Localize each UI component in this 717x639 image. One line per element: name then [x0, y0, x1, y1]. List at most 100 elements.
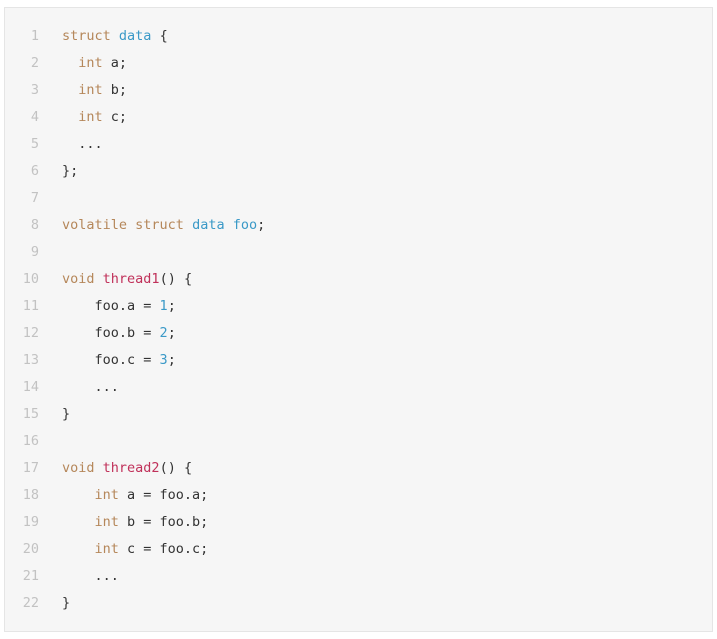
code-text [62, 82, 78, 98]
code-text: a = foo.a; [118, 487, 209, 503]
code-text: c; [102, 109, 128, 125]
code-line: 15} [5, 401, 712, 428]
line-code: int a; [62, 50, 127, 77]
code-number: 3 [159, 352, 168, 368]
code-line: 7 [5, 185, 712, 212]
code-text [62, 487, 95, 503]
code-text [62, 109, 78, 125]
code-keyword: void [62, 271, 95, 287]
code-line: 19 int b = foo.b; [5, 509, 712, 536]
code-text: } [62, 595, 71, 611]
code-type-name: data [192, 217, 225, 233]
code-text: () { [159, 271, 193, 287]
code-line: 5 ... [5, 131, 712, 158]
code-keyword: int [78, 82, 103, 98]
code-line: 22} [5, 590, 712, 617]
line-code: foo.c = 3; [62, 347, 176, 374]
line-number: 15 [22, 406, 39, 422]
code-function-name: thread1 [102, 271, 160, 287]
code-text: ; [167, 352, 176, 368]
line-code: struct data { [62, 23, 168, 50]
code-text [127, 217, 135, 233]
line-code: int c = foo.c; [62, 536, 209, 563]
line-number: 6 [30, 163, 39, 179]
line-code: foo.b = 2; [62, 320, 176, 347]
code-text: a; [102, 55, 128, 71]
line-code: int b; [62, 77, 127, 104]
line-number: 18 [22, 487, 39, 503]
code-line: 13 foo.c = 3; [5, 347, 712, 374]
code-text: foo.b = [62, 325, 160, 341]
code-text [95, 460, 103, 476]
line-number: 21 [22, 568, 39, 584]
code-line: 16 [5, 428, 712, 455]
code-line: 14 ... [5, 374, 712, 401]
code-line: 6}; [5, 158, 712, 185]
line-code: int c; [62, 104, 127, 131]
code-text: ; [167, 325, 176, 341]
code-text [62, 55, 78, 71]
code-keyword: int [78, 55, 103, 71]
code-text: c = foo.c; [118, 541, 209, 557]
line-number: 20 [22, 541, 39, 557]
line-number: 4 [30, 109, 39, 125]
code-text: ; [257, 217, 266, 233]
code-type-name: foo [232, 217, 258, 233]
line-code: volatile struct data foo; [62, 212, 265, 239]
code-keyword: int [94, 541, 119, 557]
line-number: 22 [22, 595, 39, 611]
code-text: ... [62, 568, 119, 584]
code-line: 3 int b; [5, 77, 712, 104]
line-code: int b = foo.b; [62, 509, 209, 536]
code-keyword: int [94, 487, 119, 503]
code-text: } [62, 406, 71, 422]
code-keyword: volatile [62, 217, 128, 233]
code-text [111, 28, 119, 44]
code-line: 18 int a = foo.a; [5, 482, 712, 509]
code-line: 2 int a; [5, 50, 712, 77]
code-line: 12 foo.b = 2; [5, 320, 712, 347]
code-text: ... [62, 136, 103, 152]
code-type-name: data [118, 28, 152, 44]
code-line: 4 int c; [5, 104, 712, 131]
line-number: 8 [30, 217, 39, 233]
code-keyword: struct [135, 217, 184, 233]
code-text: b; [102, 82, 128, 98]
code-line: 20 int c = foo.c; [5, 536, 712, 563]
code-number: 1 [159, 298, 168, 314]
line-number: 11 [22, 298, 39, 314]
code-text: ; [167, 298, 176, 314]
code-line: 10 void thread1() { [5, 266, 712, 293]
line-code: ... [62, 563, 119, 590]
code-text [62, 541, 95, 557]
code-keyword: int [94, 514, 119, 530]
code-line: 21 ... [5, 563, 712, 590]
code-text: b = foo.b; [118, 514, 209, 530]
code-keyword: struct [62, 28, 111, 44]
code-text [62, 514, 95, 530]
line-number: 13 [22, 352, 39, 368]
code-text: () { [159, 460, 193, 476]
line-number: 10 [22, 271, 39, 287]
code-line: 11 foo.a = 1; [5, 293, 712, 320]
line-number: 16 [22, 433, 39, 449]
line-number: 14 [22, 379, 39, 395]
code-text: foo.a = [62, 298, 160, 314]
line-code: void thread1() { [62, 266, 192, 293]
code-text [225, 217, 233, 233]
code-text: ... [62, 379, 119, 395]
line-code: } [62, 401, 70, 428]
code-number: 2 [159, 325, 168, 341]
line-number: 7 [30, 190, 39, 206]
code-keyword: int [78, 109, 103, 125]
line-code: int a = foo.a; [62, 482, 209, 509]
line-number: 5 [30, 136, 39, 152]
code-line: 8 volatile struct data foo; [5, 212, 712, 239]
line-number: 2 [30, 55, 39, 71]
code-function-name: thread2 [102, 460, 160, 476]
line-code: ... [62, 131, 103, 158]
